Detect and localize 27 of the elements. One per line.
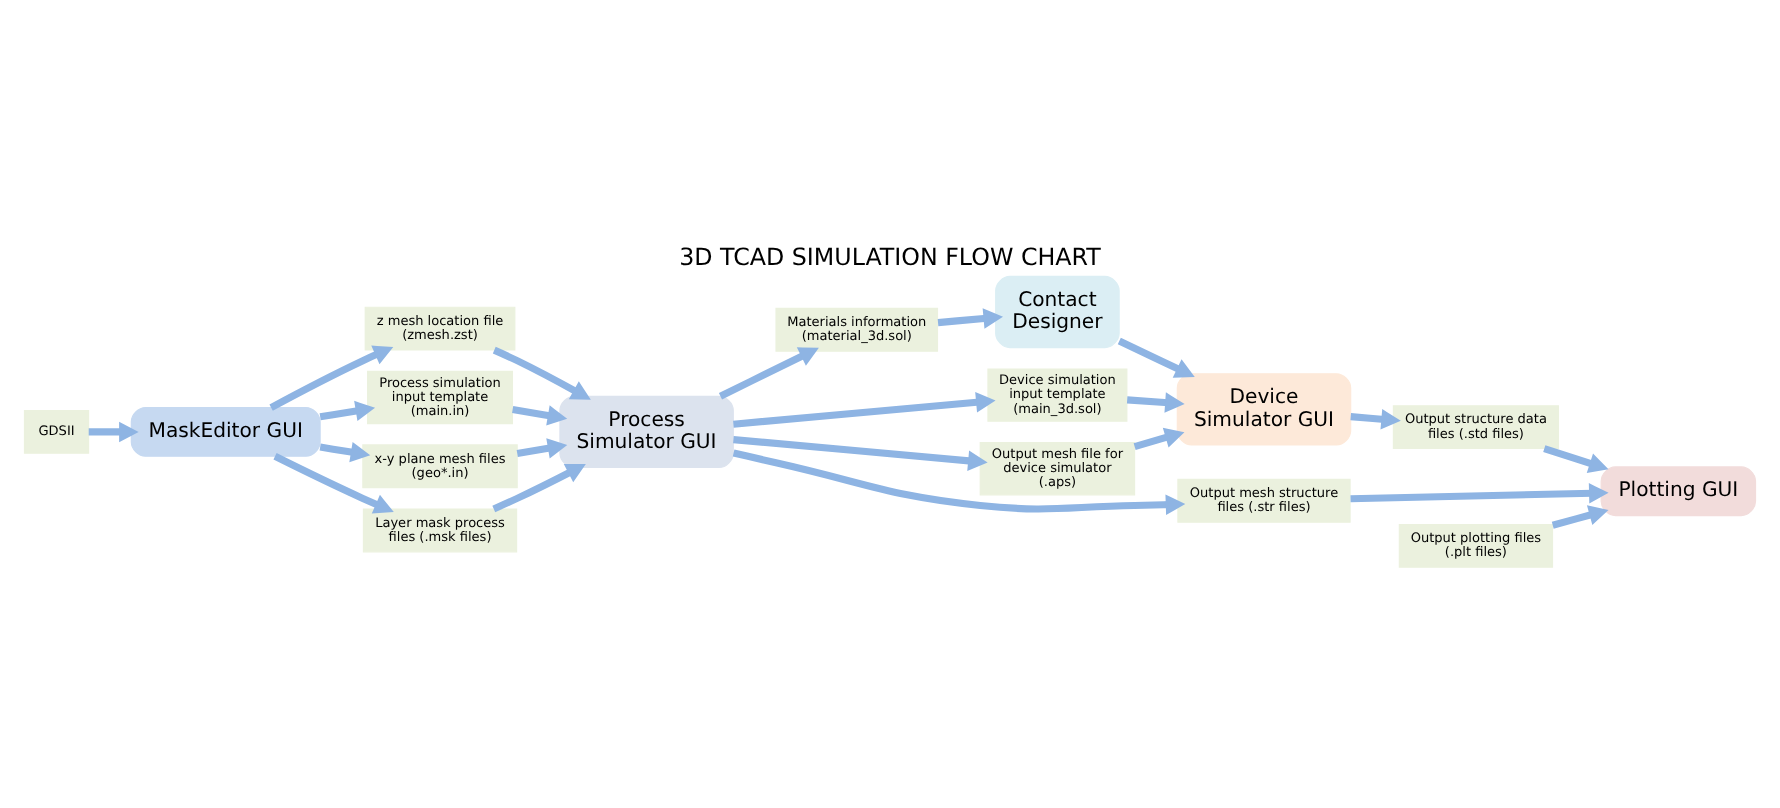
node-box: Device Simulator GUI [1176,373,1352,446]
arrow [88,421,139,443]
arrow [937,308,1003,329]
arrow [732,449,1186,515]
node-box: Process Simulator GUI [559,395,734,469]
arrow [1551,505,1609,529]
arrow [492,463,586,513]
arrow [319,441,371,463]
arrow [273,453,394,514]
arrow [1126,392,1185,413]
arrow [1117,337,1195,378]
arrow [492,346,591,400]
arrow [1350,409,1401,430]
arrow [1350,483,1609,504]
node-box: MaskEditor GUI [130,406,321,457]
arrow [718,347,819,400]
node-box: Plotting GUI [1600,466,1757,517]
arrow [516,438,568,459]
arrow [512,405,568,426]
arrow [733,392,996,428]
arrow [1543,445,1609,474]
node-box: Contact Designer [995,275,1120,349]
arrow [269,345,394,411]
arrow [1133,427,1185,450]
arrow [733,436,988,471]
arrow [319,400,376,422]
diagram-title: 3D TCAD SIMULATION FLOW CHART [679,242,1101,271]
